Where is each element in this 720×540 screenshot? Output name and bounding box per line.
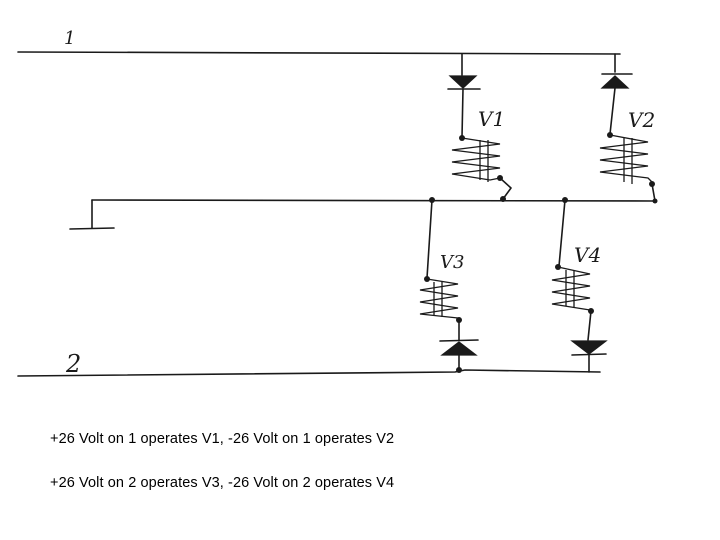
- operation-note-line-2: +26 Volt on 2 operates V3, -26 Volt on 2…: [50, 475, 395, 491]
- diode-v4: [570, 340, 608, 355]
- relay-coil-v2: [599, 134, 653, 183]
- relay-coil-v1: [451, 137, 501, 181]
- relay-coil-v3: [419, 278, 459, 319]
- relay-coil-v4: [551, 266, 591, 311]
- line-1-label: 1: [64, 28, 75, 49]
- relay-v3-branch: V3: [419, 197, 479, 373]
- ground-symbol: [69, 227, 115, 230]
- diode-v2: [600, 75, 630, 89]
- relay-v1-branch: V1: [447, 53, 512, 202]
- relay-label-v3: V3: [440, 252, 464, 273]
- line-2: 2: [17, 350, 601, 378]
- line-1: 1: [17, 28, 621, 55]
- line-1-wire: [17, 51, 621, 55]
- relay-label-v4: V4: [574, 243, 601, 267]
- relay-v2-branch: V2: [599, 53, 656, 202]
- line-2-wire: [17, 369, 601, 377]
- diode-v1: [448, 75, 478, 89]
- relay-label-v2: V2: [628, 108, 655, 132]
- diode-v3: [440, 341, 478, 356]
- line-2-label: 2: [65, 350, 81, 378]
- ground-bus: [69, 199, 656, 230]
- operation-note-line-1: +26 Volt on 1 operates V1, -26 Volt on 1…: [50, 431, 395, 447]
- ground-bus-wire: [91, 199, 656, 202]
- relay-label-v1: V1: [478, 107, 505, 131]
- relay-v4-branch: V4: [551, 197, 608, 373]
